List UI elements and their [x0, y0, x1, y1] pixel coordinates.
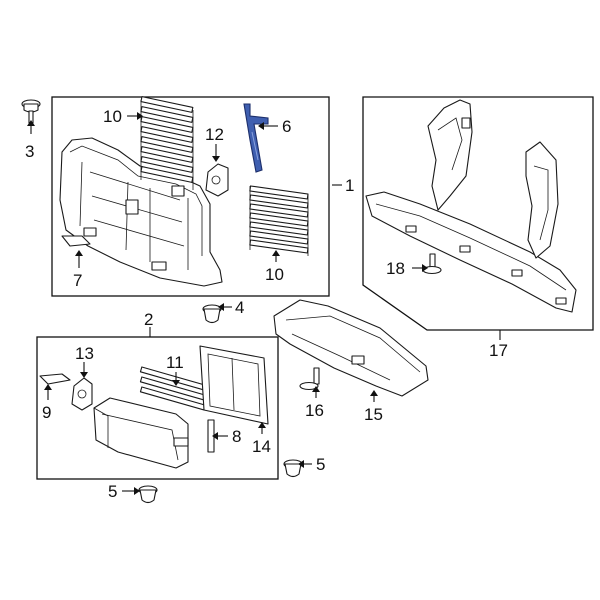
- callout-7: 7: [73, 271, 82, 290]
- leader-8: [212, 432, 228, 440]
- callout-14: 14: [252, 437, 271, 456]
- callout-5-right: 5: [316, 455, 325, 474]
- part-16-pin[interactable]: [299, 367, 320, 391]
- part-5-bolt-bottom[interactable]: [138, 485, 158, 504]
- assembly-box-17: [362, 96, 594, 331]
- part-17-deflector-bar[interactable]: [365, 191, 577, 313]
- callout-5-bottom: 5: [108, 482, 117, 501]
- leader-7: [75, 250, 83, 268]
- callout-13: 13: [75, 344, 94, 363]
- part-7-clip[interactable]: [61, 235, 91, 247]
- part-4-push-pin[interactable]: [202, 304, 222, 324]
- leader-16: [312, 386, 320, 398]
- leader-14: [258, 422, 266, 434]
- callout-2: 2: [144, 310, 153, 329]
- part-18-pin[interactable]: [422, 253, 442, 275]
- part-11-louvers[interactable]: [139, 366, 206, 411]
- callout-11: 11: [166, 353, 184, 372]
- leader-5-bottom: [122, 487, 140, 495]
- callout-1: 1: [345, 176, 354, 195]
- part-5-bolt-right[interactable]: [283, 459, 303, 478]
- leader-11: [172, 372, 180, 386]
- part-13-motor[interactable]: [71, 377, 93, 411]
- part-17-right-bracket[interactable]: [525, 141, 559, 259]
- callout-15: 15: [364, 405, 383, 424]
- callout-6: 6: [282, 117, 291, 136]
- part-14-frame-panel[interactable]: [199, 345, 269, 425]
- callout-16: 16: [305, 401, 324, 420]
- callout-12: 12: [205, 125, 224, 144]
- leader-15: [370, 390, 378, 402]
- callout-18: 18: [386, 259, 405, 278]
- part-12-actuator[interactable]: [205, 163, 229, 197]
- callout-3: 3: [25, 142, 34, 161]
- leader-18: [412, 264, 428, 272]
- leader-13: [80, 362, 88, 378]
- callout-10-lower: 10: [265, 265, 284, 284]
- callout-8: 8: [232, 427, 241, 446]
- assembly-box-1: [51, 96, 330, 297]
- part-3-bolt[interactable]: [21, 99, 41, 124]
- part-6-bracket-highlighted[interactable]: [243, 103, 269, 173]
- leader-9: [44, 384, 52, 400]
- leader-5-right: [298, 460, 312, 468]
- part-15-lower-panel[interactable]: [273, 299, 429, 397]
- callout-10-upper: 10: [103, 107, 122, 126]
- part-10-upper-louvers[interactable]: [140, 96, 194, 190]
- part-1-shutter-frame[interactable]: [59, 137, 223, 287]
- part-2-lower-housing[interactable]: [93, 397, 189, 469]
- leader-12: [212, 144, 220, 162]
- leader-6: [258, 122, 278, 130]
- part-9-clip[interactable]: [39, 373, 71, 385]
- leader-10-lower: [272, 250, 280, 262]
- leader-3: [27, 120, 35, 134]
- callout-17: 17: [489, 341, 508, 360]
- assembly-box-2: [36, 336, 279, 480]
- leader-10-upper: [127, 112, 143, 120]
- part-17-left-bracket[interactable]: [427, 99, 473, 211]
- part-10-lower-louvers[interactable]: [249, 185, 309, 256]
- callout-4: 4: [235, 298, 244, 317]
- leader-4: [218, 303, 232, 311]
- callout-9: 9: [42, 403, 51, 422]
